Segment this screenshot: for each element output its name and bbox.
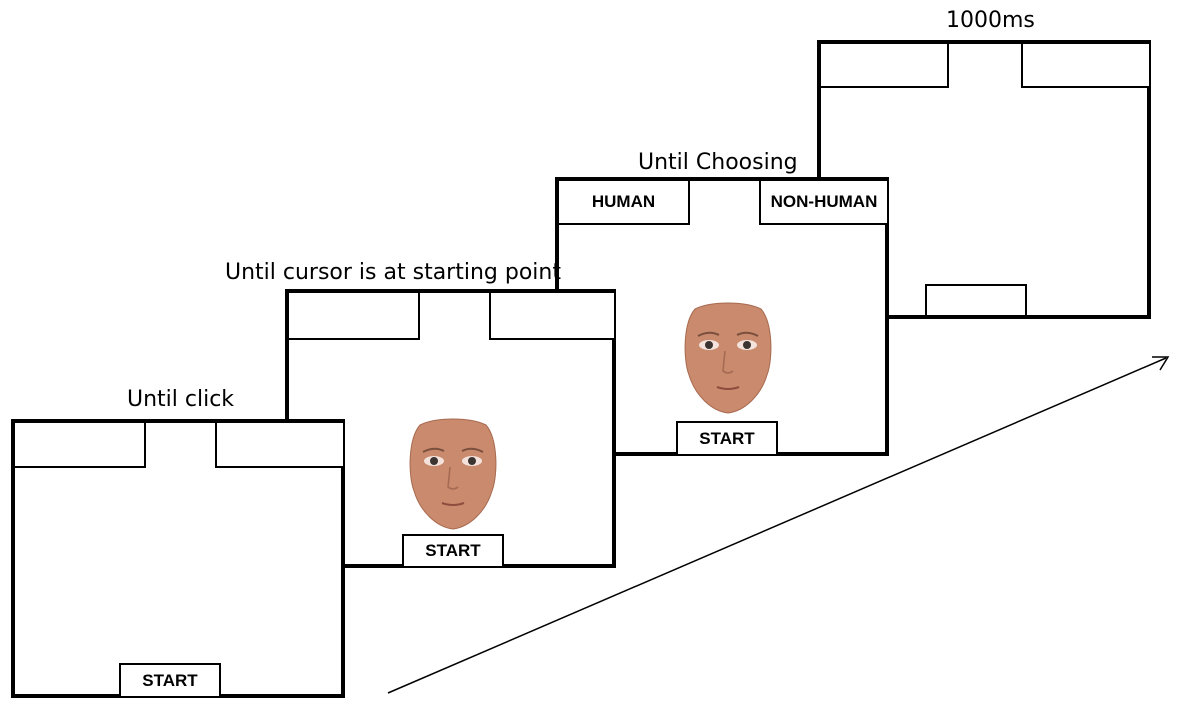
stage-1-caption: Until click	[127, 387, 235, 412]
stage-1-screen: START	[11, 419, 345, 698]
stage-4-start-box	[925, 284, 1027, 317]
stage-4-caption: 1000ms	[946, 8, 1035, 33]
stage-2-caption: Until cursor is at starting point	[225, 260, 561, 285]
stage-1-start-box: START	[119, 663, 221, 698]
stage-3-caption: Until Choosing	[638, 150, 798, 175]
stage-2-right-response-box	[489, 291, 616, 340]
stage-3-human-box: HUMAN	[557, 179, 690, 225]
stage-3-start-box: START	[676, 421, 778, 456]
stage-4-right-response-box	[1021, 42, 1151, 88]
face-stimulus-icon	[684, 302, 772, 414]
stage-2-start-box: START	[402, 534, 504, 568]
stage-1-right-response-box	[215, 421, 345, 468]
stage-4-left-response-box	[819, 42, 949, 88]
stage-3-non-human-box: NON-HUMAN	[759, 179, 889, 225]
stage-2-left-response-box	[287, 291, 420, 340]
face-stimulus-icon	[409, 418, 497, 530]
stage-1-left-response-box	[13, 421, 146, 468]
